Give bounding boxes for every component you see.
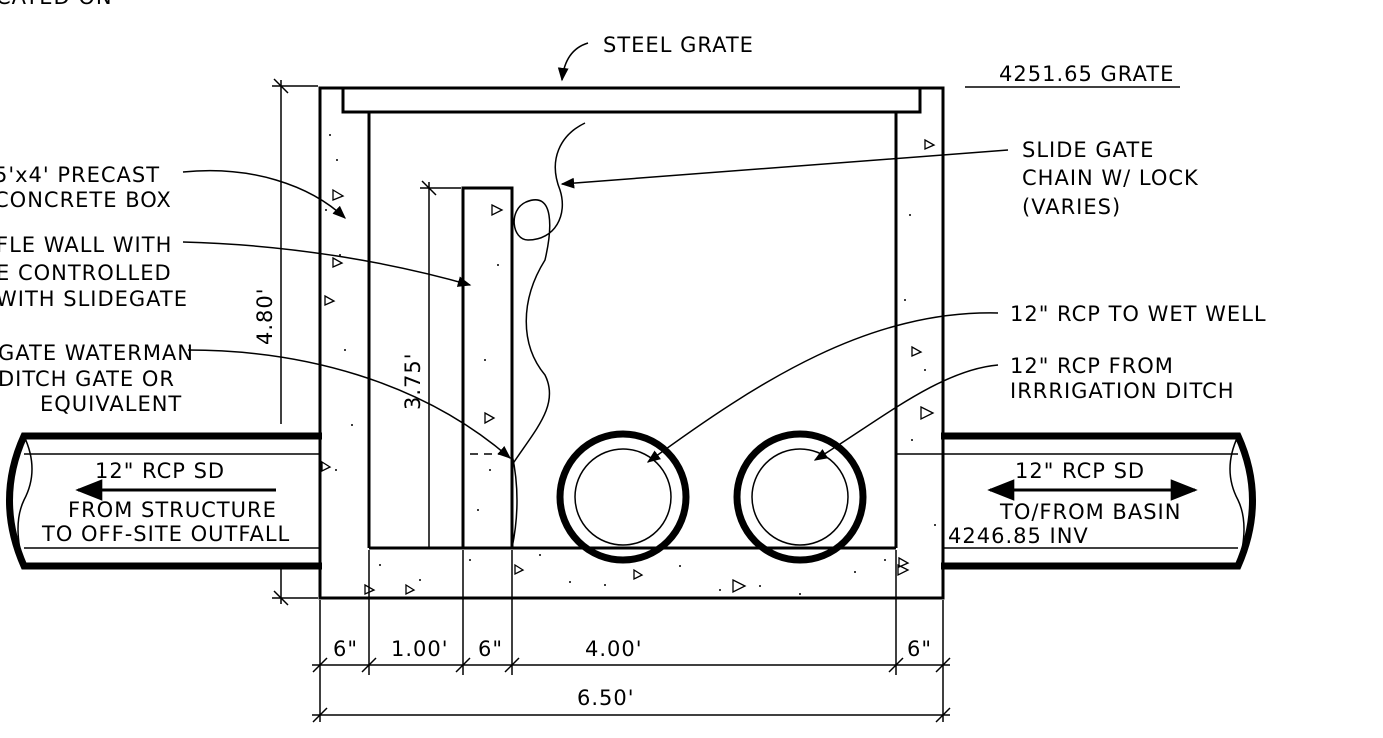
baffle-label-2: E CONTROLLED xyxy=(0,261,172,285)
baffle-height-label: 3.75' xyxy=(401,352,425,410)
dim-baffle: 6" xyxy=(478,637,503,661)
box-height-label: 4.80' xyxy=(253,287,277,345)
left-pipe-label-3: TO OFF-SITE OUTFALL xyxy=(41,522,290,546)
steel-grate-callout: STEEL GRATE xyxy=(557,33,754,82)
cut-off-note: CATED ON xyxy=(0,0,113,9)
chain-label-2: CHAIN W/ LOCK xyxy=(1022,166,1199,190)
left-pipe xyxy=(6,432,322,570)
left-pipe-label-1: 12" RCP SD xyxy=(95,459,225,483)
grate-elevation-label: 4251.65 GRATE xyxy=(999,62,1174,86)
dim-gap: 1.00' xyxy=(391,637,449,661)
right-pipe xyxy=(896,432,1256,570)
irrigation-callout: 12" RCP FROM IRRRIGATION DITCH xyxy=(813,354,1235,461)
pipe-from-irrigation xyxy=(733,430,867,564)
inv-elevation-label: 4246.85 INV xyxy=(948,524,1089,548)
gate-callout: GATE WATERMAN DITCH GATE OR EQUIVALENT xyxy=(0,341,512,459)
box-label-2: CONCRETE BOX xyxy=(0,188,172,212)
right-pipe-label-1: 12" RCP SD xyxy=(1015,459,1145,483)
slide-gate xyxy=(511,453,518,549)
slide-gate-chain xyxy=(511,122,586,466)
dim-interior: 4.00' xyxy=(585,637,643,661)
chain-callout: SLIDE GATE CHAIN W/ LOCK (VARIES) xyxy=(560,138,1199,219)
left-pipe-label-2: FROM STRUCTURE xyxy=(68,498,277,522)
box-callout: 5'x4' PRECAST CONCRETE BOX xyxy=(0,163,346,219)
baffle-label-1: FLE WALL WITH xyxy=(0,233,172,257)
grate-elevation: 4251.65 GRATE xyxy=(965,62,1180,88)
wet-well-label: 12" RCP TO WET WELL xyxy=(1010,302,1267,326)
steel-grate-label: STEEL GRATE xyxy=(603,33,754,57)
dim-wall-left: 6" xyxy=(333,637,358,661)
concrete-box xyxy=(318,86,945,600)
pipe-to-wet-well xyxy=(556,430,690,564)
gate-label-3: EQUIVALENT xyxy=(40,392,182,416)
chain-label-3: (VARIES) xyxy=(1022,195,1121,219)
gate-label-2: DITCH GATE OR xyxy=(0,367,175,391)
dim-overall: 6.50' xyxy=(577,686,635,710)
baffle-label-3: WITH SLIDEGATE xyxy=(0,287,188,311)
right-pipe-labels: 12" RCP SD TO/FROM BASIN 4246.85 INV xyxy=(948,459,1198,548)
irrigation-label-2: IRRRIGATION DITCH xyxy=(1010,379,1235,403)
gate-label-1: GATE WATERMAN xyxy=(0,341,194,365)
baffle-height-dimension: 3.75' xyxy=(401,180,461,548)
baffle-callout: FLE WALL WITH E CONTROLLED WITH SLIDEGAT… xyxy=(0,233,472,311)
dim-wall-right: 6" xyxy=(907,637,932,661)
baffle-wall xyxy=(461,186,514,550)
box-height-dimension: 4.80' xyxy=(253,78,318,606)
chain-label-1: SLIDE GATE xyxy=(1022,138,1154,162)
steel-grate xyxy=(341,86,922,114)
bottom-dimensions: 6" 1.00' 6" 4.00' 6" 6.50' xyxy=(312,550,951,723)
box-label-1: 5'x4' PRECAST xyxy=(0,163,160,187)
left-pipe-labels: 12" RCP SD FROM STRUCTURE TO OFF-SITE OU… xyxy=(41,459,290,546)
wet-well-callout: 12" RCP TO WET WELL xyxy=(646,302,1267,463)
right-pipe-label-2: TO/FROM BASIN xyxy=(999,500,1181,524)
irrigation-label-1: 12" RCP FROM xyxy=(1010,354,1174,378)
